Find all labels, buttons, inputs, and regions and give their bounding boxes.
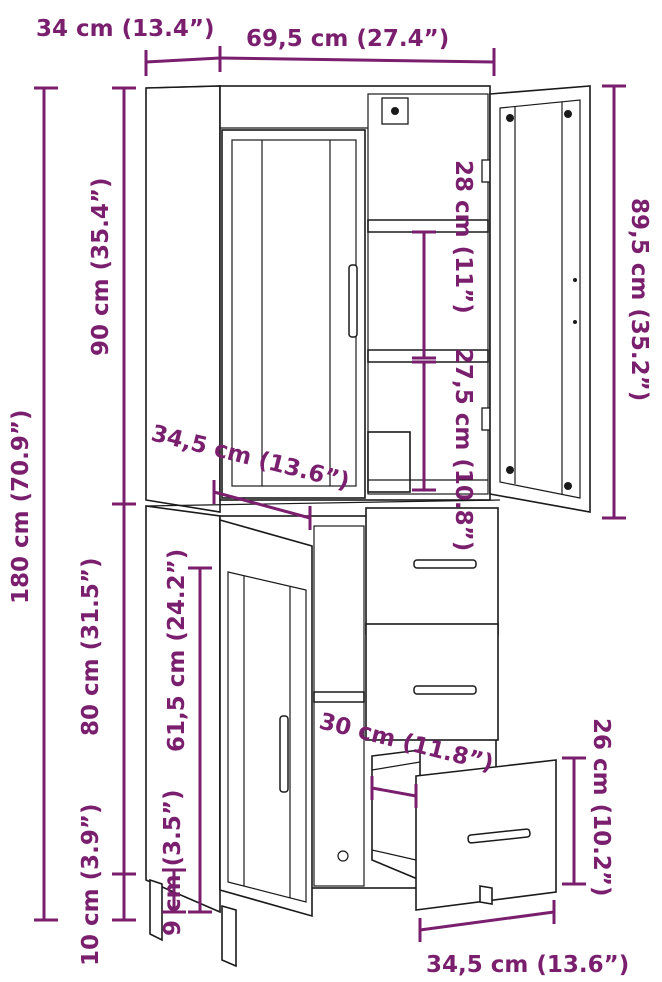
lower-left-door-open (219, 518, 313, 918)
drawer-handle (413, 559, 477, 569)
drawer-handle (467, 828, 531, 844)
drawer-3-open (371, 749, 557, 911)
label-total-height: 180 cm (70.9”) (8, 409, 34, 604)
label-lower-door-height: 61,5 cm (24.2”) (164, 549, 190, 752)
leg-front-right (221, 904, 237, 968)
upper-left-door (221, 129, 366, 499)
dimension-lines (34, 46, 626, 942)
label-drawer-height: 26 cm (10.2”) (588, 718, 614, 897)
drawer-2 (365, 623, 499, 741)
lower-door-handle (279, 715, 289, 793)
upper-door-handle (348, 264, 358, 338)
cabinet-drawing (145, 85, 591, 968)
drawer-handle (413, 685, 477, 695)
label-leg-height: 10 cm (3.9”) (78, 803, 104, 966)
leg-back (479, 885, 493, 905)
label-lower-shelf-spacing: 27,5 cm (10.8”) (450, 348, 476, 551)
label-upper-height: 90 cm (35.4”) (88, 177, 114, 356)
label-upper-shelf-spacing: 28 cm (11”) (450, 160, 476, 314)
upper-right-door-open (489, 85, 591, 513)
label-upper-door-height: 89,5 cm (35.2”) (626, 198, 652, 401)
label-width-top: 69,5 cm (27.4”) (246, 26, 449, 52)
label-depth-top: 34 cm (13.4”) (36, 16, 215, 42)
hinge-icon (381, 97, 409, 125)
leg-front-left (149, 878, 163, 942)
lower-compartment (313, 525, 365, 887)
label-drawer-depth: 34,5 cm (13.6”) (426, 952, 629, 978)
drawer-1 (365, 507, 499, 635)
label-lower-height: 80 cm (31.5”) (78, 557, 104, 736)
label-lower-plinth: 9 cm (3.5”) (160, 789, 186, 936)
